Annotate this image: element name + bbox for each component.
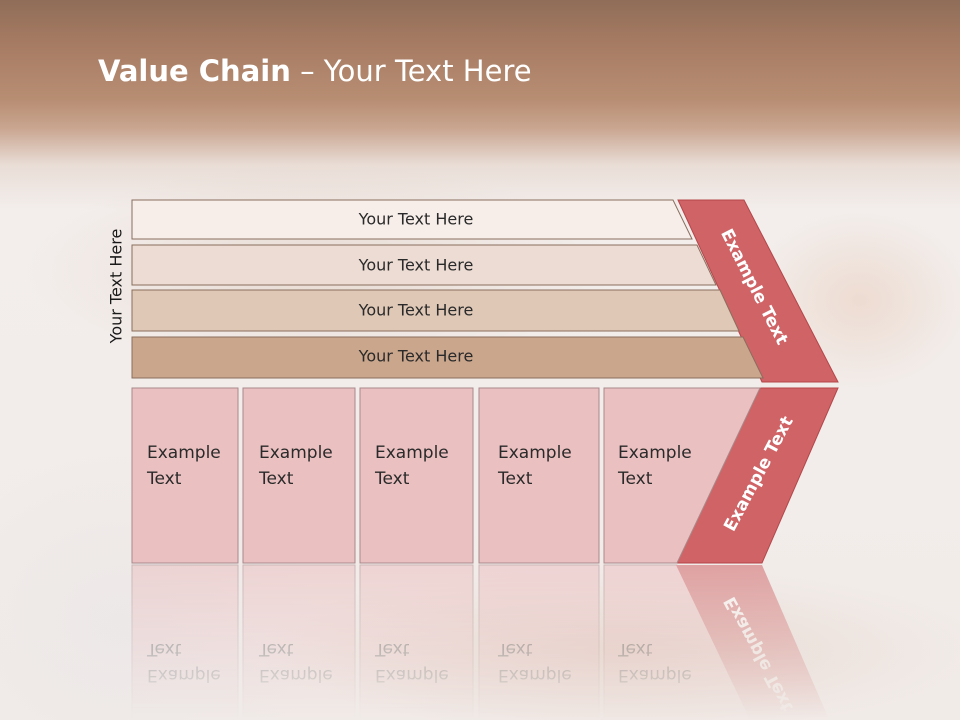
slide-title-rest: – Your Text Here [290, 54, 532, 88]
row-2-bar [131, 244, 717, 286]
reflection-text: Example [375, 665, 449, 685]
row-1-bar [131, 199, 693, 240]
cell-5-line1: Example [618, 443, 692, 463]
reflection-text: Example [147, 665, 221, 685]
row-4-label: Your Text Here [358, 347, 474, 366]
cell-5-line2: Text [617, 469, 653, 489]
reflection-cell [242, 564, 356, 720]
cell-4-line1: Example [498, 443, 572, 463]
slide-title: Value Chain – Your Text Here [98, 54, 532, 88]
cell-5 [603, 387, 761, 564]
cell-3-line1: Example [375, 443, 449, 463]
cell-1-line1: Example [147, 443, 221, 463]
cell-1 [131, 387, 239, 564]
reflection-text: Text [497, 639, 533, 659]
row-1-label: Your Text Here [358, 210, 474, 229]
reflection-cell [478, 564, 600, 720]
reflection-text: Example [618, 665, 692, 685]
cell-3-line2: Text [374, 469, 410, 489]
reflection-text: Text [258, 639, 294, 659]
cell-2 [242, 387, 356, 564]
reflection-text: Text [617, 639, 653, 659]
slide-title-bold: Value Chain [98, 54, 291, 88]
cell-2-line1: Example [259, 443, 333, 463]
reflection-arrow [676, 565, 830, 720]
reflection-text: Example [498, 665, 572, 685]
cell-4 [478, 387, 600, 564]
cell-4-line2: Text [497, 469, 533, 489]
row-2-label: Your Text Here [358, 256, 474, 275]
reflection-cell [131, 564, 239, 720]
row-3-label: Your Text Here [358, 301, 474, 320]
reflection-text: Text [374, 639, 410, 659]
reflection-cell [359, 564, 474, 720]
reflection-text: Example [259, 665, 333, 685]
reflection: Example Text Example Text Example Text E… [131, 564, 830, 720]
row-4-bar [131, 336, 764, 379]
cell-1-line2: Text [146, 469, 182, 489]
row-3-bar [131, 289, 740, 332]
reflection-text: Text [146, 639, 182, 659]
cell-2-line2: Text [258, 469, 294, 489]
cell-3 [359, 387, 474, 564]
